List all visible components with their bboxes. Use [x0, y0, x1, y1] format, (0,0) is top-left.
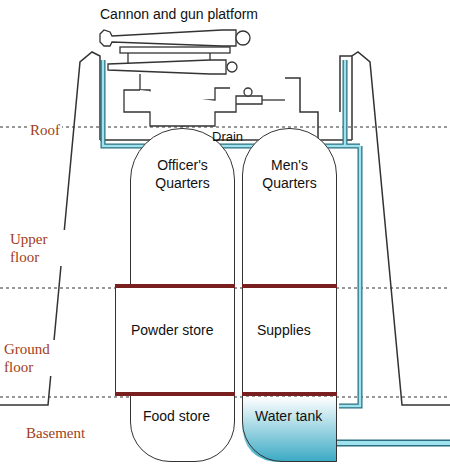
- room-name: Men's Quarters: [250, 157, 330, 192]
- water-tank: Water tank: [242, 395, 337, 462]
- room-name: Water tank: [255, 408, 330, 426]
- room-box: Officer's Quarters: [130, 128, 235, 286]
- part-label: Drain: [212, 129, 243, 145]
- illustration-title: Cannon and gun platform: [100, 6, 258, 23]
- room-name: Supplies: [257, 322, 330, 340]
- level-lines: [0, 127, 450, 397]
- drain-pipe: [103, 60, 450, 443]
- fort-walls: [0, 52, 450, 405]
- level-label: Ground floor: [2, 340, 58, 376]
- room-box: Supplies: [242, 287, 337, 394]
- cannon: [100, 30, 285, 126]
- room-name: Powder store: [131, 322, 228, 340]
- level-label: Basement: [24, 424, 87, 442]
- room-box: Powder store: [115, 287, 235, 394]
- room-name: Officer's Quarters: [143, 157, 223, 192]
- room-name: Food store: [143, 408, 228, 426]
- water-fill: [242, 397, 337, 462]
- level-label: Roof: [28, 121, 62, 139]
- room-box: Men's Quarters: [242, 128, 337, 286]
- room-box: Food store: [130, 395, 235, 462]
- level-label: Upper floor: [8, 230, 67, 266]
